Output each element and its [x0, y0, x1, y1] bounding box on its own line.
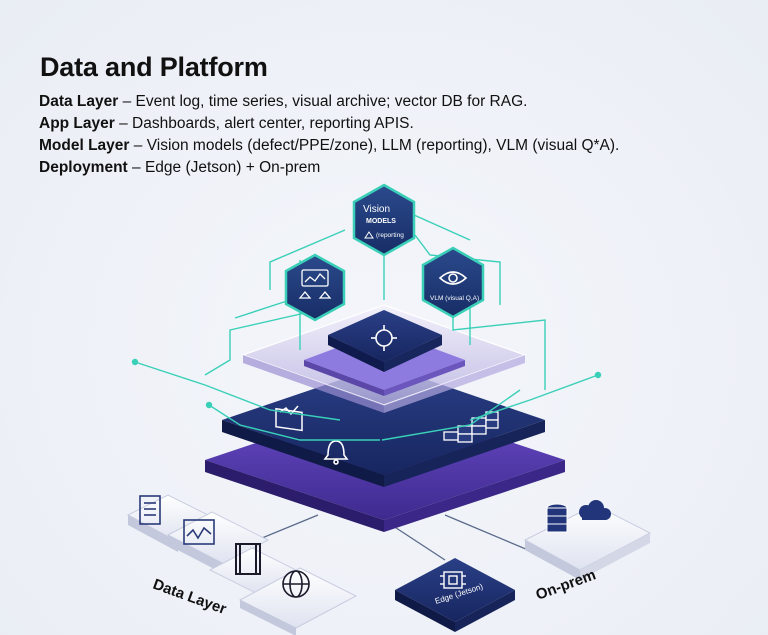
line-label: Data Layer [39, 93, 119, 110]
line-text: Edge (Jetson) + On-prem [144, 159, 321, 176]
description-list: Data Layer – Event log, time series, vis… [39, 91, 619, 179]
bell-icon [323, 440, 349, 465]
circuit-nodes [131, 358, 602, 409]
database-servers-icon [443, 411, 499, 443]
hex-top-label-2: MODELS [366, 218, 396, 225]
server-stack-icon [546, 503, 568, 533]
line-chart-icon [183, 519, 215, 545]
line-deployment: Deployment – Edge (Jetson) + On-prem [39, 157, 619, 179]
line-label: App Layer [39, 115, 115, 132]
line-text: Event log, time series, visual archive; … [135, 93, 528, 110]
hex-analytics [284, 253, 346, 322]
line-label: Model Layer [39, 137, 130, 154]
app-layer-slab [222, 365, 545, 487]
globe-card [238, 567, 358, 635]
line-label: Deployment [39, 159, 128, 176]
core-block [328, 310, 442, 372]
film-icon [235, 543, 261, 575]
dashboard-icon [275, 405, 303, 432]
page-title: Data and Platform [40, 52, 268, 82]
line-separator: – [118, 93, 136, 110]
line-text: Vision models (defect/PPE/zone), LLM (re… [146, 137, 620, 154]
line-data-layer: Data Layer – Event log, time series, vis… [39, 91, 619, 113]
line-app-layer: App Layer – Dashboards, alert center, re… [39, 113, 619, 135]
hex-top-label-1: Vision [363, 204, 390, 215]
chart-monitor-icon [298, 269, 332, 299]
globe-icon [282, 570, 310, 598]
data-layer-label: Data Layer [151, 576, 229, 618]
crowd-icon [364, 231, 374, 239]
data-layer-cards: Data Layer [126, 494, 358, 635]
onprem-card: On-prem [523, 500, 652, 604]
cloud-icon [579, 500, 611, 520]
document-icon [139, 495, 161, 525]
line-separator: – [114, 115, 133, 132]
hex-vision-models: Vision MODELS (reporting [352, 183, 416, 257]
line-separator: – [127, 159, 145, 176]
line-separator: – [129, 137, 147, 154]
eye-icon [438, 271, 468, 285]
hex-vlm: VLM (visual Q,A) [421, 246, 485, 319]
edge-card: Edge (Jetson) [395, 558, 515, 632]
hex-right-label: VLM (visual Q,A) [430, 295, 479, 302]
line-model-layer: Model Layer – Vision models (defect/PPE/… [39, 135, 619, 157]
line-text: Dashboards, alert center, reporting APIS… [132, 115, 414, 132]
network-node-icon [371, 325, 397, 351]
chip-icon [440, 571, 466, 589]
hex-top-label-3: (reporting [376, 232, 404, 239]
chart-card [166, 511, 270, 574]
